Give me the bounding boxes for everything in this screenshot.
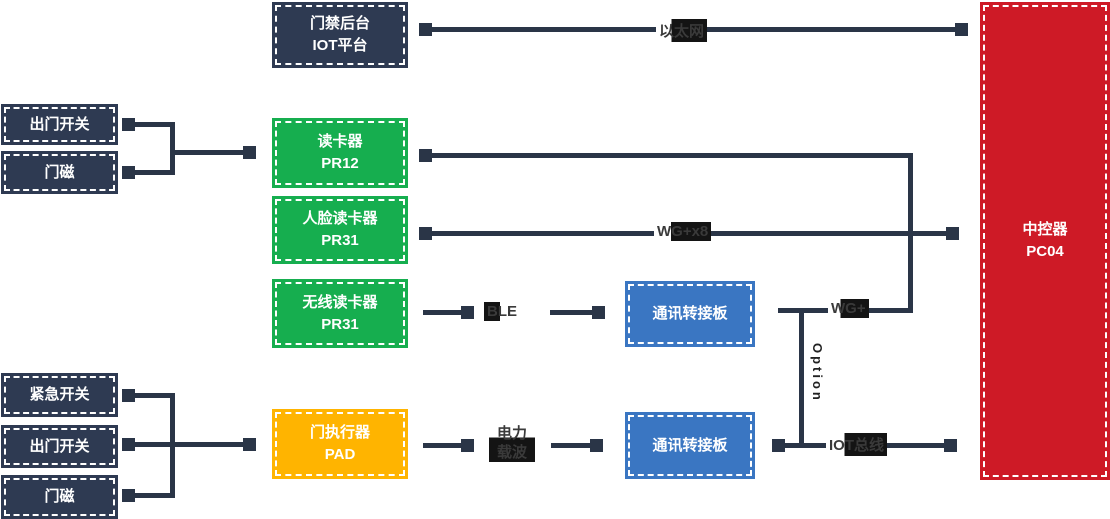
top-branch-to-reader-line [170, 150, 255, 155]
door-magnet-top-box: 门磁 [1, 151, 118, 194]
box-label: 出门开关 [29, 437, 90, 455]
connector-endpoint [944, 439, 957, 452]
face-reader-pr31-box: 人脸读卡器 PR31 [272, 196, 408, 264]
wireless-reader-pr31-box: 无线读卡器 PR31 [272, 279, 408, 348]
box-label: 门执行器 [309, 424, 370, 441]
exit-switch-bottom-box: 出门开关 [1, 425, 118, 468]
box-label: 无线读卡器 [302, 293, 378, 311]
connector-endpoint [122, 389, 135, 402]
connector-endpoint [419, 149, 432, 162]
comm-adapter-board-top-box: 通讯转接板 [625, 281, 755, 347]
box-label: 门磁 [44, 488, 75, 505]
emergency-switch-branch-line [130, 393, 175, 398]
box-label: IOT平台 [312, 37, 368, 54]
box-label: 读卡器 [317, 133, 363, 150]
connector-endpoint [461, 306, 474, 319]
card-reader-pr12-box: 读卡器 PR12 [272, 118, 408, 188]
connector-endpoint [590, 439, 603, 452]
power-carrier-label-line1: 电力 [496, 425, 527, 442]
connector-endpoint [592, 306, 605, 319]
door-magnet-top-branch-line [130, 170, 175, 175]
connector-endpoint [122, 118, 135, 131]
box-label: 紧急开关 [29, 386, 90, 403]
iot-platform-box: 门禁后台 IOT平台 [272, 2, 408, 68]
connector-endpoint [243, 438, 256, 451]
exit-switch-top-branch-line [130, 122, 175, 127]
connector-endpoint [946, 227, 959, 240]
wg-x8-label: WG+x8 [654, 222, 712, 241]
exit-switch-top-box: 出门开关 [1, 104, 118, 145]
emergency-switch-box: 紧急开关 [1, 373, 118, 417]
door-magnet-bottom-branch-line [130, 493, 175, 498]
bottom-branch-merge-line [170, 393, 175, 498]
box-label: 门磁 [44, 163, 75, 181]
ethernet-label: 以太网 [656, 19, 708, 42]
box-label: 中控器 [1022, 221, 1068, 238]
connector-endpoint [122, 438, 135, 451]
power-carrier-line-segment-1 [423, 443, 469, 448]
box-label: PAD [324, 446, 356, 463]
connector-endpoint [955, 23, 968, 36]
box-label: PC04 [1026, 243, 1064, 260]
power-carrier-label-line2: 载波 [496, 444, 527, 461]
power-carrier-line-segment-2 [551, 443, 597, 448]
connector-endpoint [122, 489, 135, 502]
option-line [799, 311, 804, 446]
iot-bus-label: IOT总线 [826, 433, 887, 456]
box-label: 门禁后台 [309, 15, 370, 32]
top-branch-merge-line [170, 122, 175, 175]
pr12-to-controller-line [425, 153, 911, 158]
ble-line-segment-2 [550, 310, 600, 315]
connector-endpoint [419, 23, 432, 36]
box-label: PR31 [321, 315, 359, 333]
box-label: 出门开关 [29, 115, 90, 133]
connector-endpoint [243, 146, 256, 159]
central-controller-pc04-box: 中控器 PC04 [980, 2, 1110, 480]
box-label: 通讯转接板 [652, 436, 728, 454]
option-label: Option [809, 341, 826, 405]
door-actuator-pad-box: 门执行器 PAD [272, 409, 408, 479]
box-label: 人脸读卡器 [302, 210, 378, 227]
comm-adapter-board-bottom-box: 通讯转接板 [625, 412, 755, 479]
exit-switch-bottom-branch-line [130, 442, 255, 447]
ble-label: BLE [484, 302, 520, 321]
connector-endpoint [772, 439, 785, 452]
connector-endpoint [461, 439, 474, 452]
ble-line-segment-1 [423, 310, 469, 315]
box-label: 通讯转接板 [652, 305, 728, 322]
wg-label: WG+ [828, 299, 869, 318]
power-carrier-label: 电力 载波 [489, 424, 535, 462]
connector-endpoint [419, 227, 432, 240]
connector-endpoint [122, 166, 135, 179]
box-label: PR12 [321, 155, 359, 172]
box-label: PR31 [321, 232, 359, 249]
door-magnet-bottom-box: 门磁 [1, 475, 118, 519]
